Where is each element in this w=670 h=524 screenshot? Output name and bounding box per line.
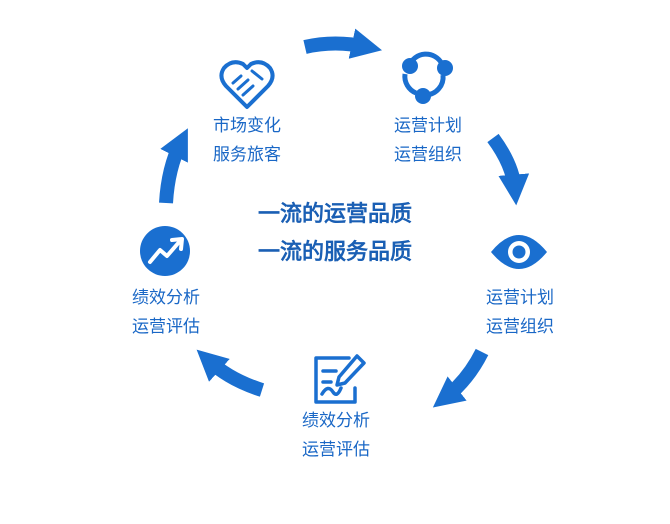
node-label-line2: 运营评估: [132, 317, 200, 337]
trend-chart-icon: [140, 226, 190, 276]
eye-icon: [491, 235, 547, 269]
center-slogan-line2: 一流的服务品质: [257, 240, 412, 265]
node-label-line1: 绩效分析: [132, 288, 200, 308]
node-label-line1: 市场变化: [213, 116, 281, 136]
document-pen-icon: [314, 354, 366, 404]
node-label-line1: 运营计划: [394, 116, 462, 136]
node-label-top-right: 运营计划 运营组织: [376, 112, 480, 170]
arrow-top: [303, 28, 383, 59]
center-slogan: 一流的运营品质 一流的服务品质: [205, 196, 465, 272]
node-label-line2: 服务旅客: [213, 145, 281, 165]
arrow-upper-right: [487, 133, 530, 206]
arrow-left: [159, 128, 188, 204]
network-nodes-icon: [402, 51, 453, 104]
center-slogan-line1: 一流的运营品质: [257, 202, 412, 227]
node-label-line1: 绩效分析: [302, 411, 370, 431]
handshake-heart-icon: [219, 60, 275, 109]
node-label-right: 运营计划 运营组织: [468, 284, 572, 342]
node-label-line2: 运营组织: [486, 317, 554, 337]
arrow-lower-right: [432, 348, 489, 408]
node-label-bottom: 绩效分析 运营评估: [284, 407, 388, 465]
arrow-bottom-left: [196, 349, 265, 397]
node-label-line1: 运营计划: [486, 288, 554, 308]
node-label-top-left: 市场变化 服务旅客: [195, 112, 299, 170]
node-label-line2: 运营评估: [302, 440, 370, 460]
node-label-line2: 运营组织: [394, 145, 462, 165]
node-label-left: 绩效分析 运营评估: [114, 284, 218, 342]
